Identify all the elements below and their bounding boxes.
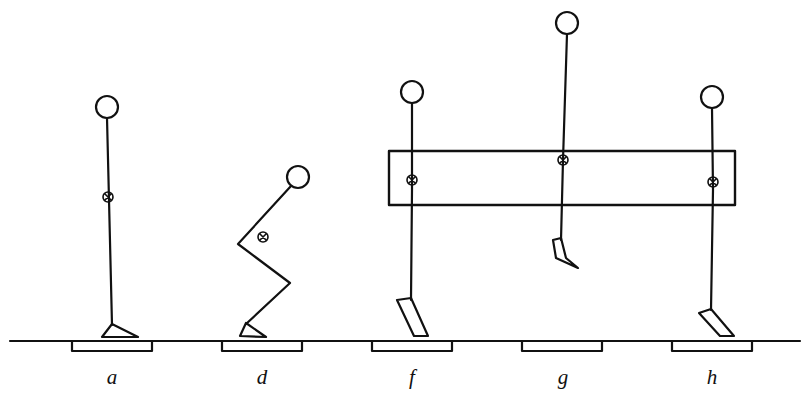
phase-label: h (707, 367, 718, 388)
highlight-box (389, 151, 735, 205)
center-of-mass (103, 155, 718, 242)
force-plate (72, 341, 152, 351)
stick-figure (699, 86, 734, 336)
phase-label: d (257, 367, 268, 388)
force-plate (222, 341, 302, 351)
stick-figure (238, 166, 309, 337)
force-plate (372, 341, 452, 351)
stick-figure (553, 12, 578, 268)
stick-figure (397, 81, 428, 336)
phase-label: g (558, 367, 569, 388)
force-plate (522, 341, 602, 351)
phase-label: a (107, 367, 118, 388)
stick-figure (96, 96, 138, 337)
force-plate (672, 341, 752, 351)
phase-label: f (409, 367, 415, 388)
